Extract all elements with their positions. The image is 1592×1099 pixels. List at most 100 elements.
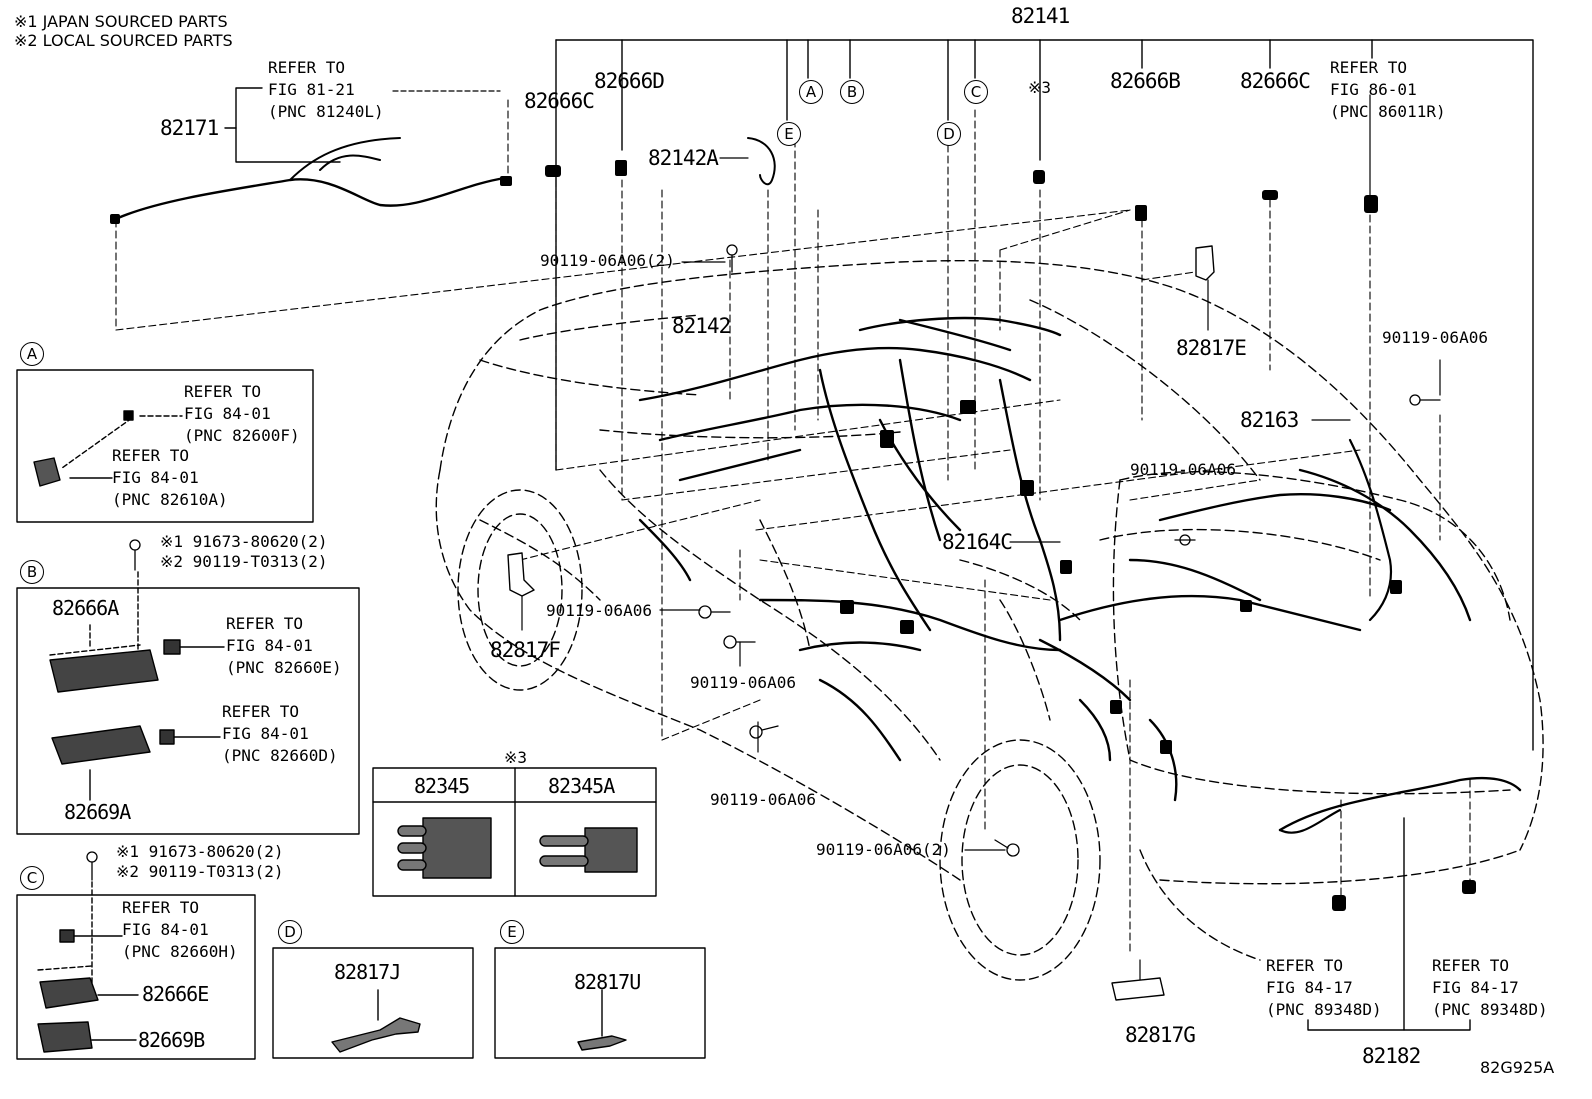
- inset-B-ref1-line2: FIG 84-01: [226, 636, 313, 655]
- ref-top-right-line1: REFER TO: [1330, 58, 1408, 77]
- ref-bottom1-line3: (PNC 89348D): [1266, 1000, 1382, 1019]
- ref-bottom2-line3: (PNC 89348D): [1432, 1000, 1548, 1019]
- part-82817E-label: 82817E: [1176, 336, 1247, 360]
- inset-A-letter: A: [20, 342, 44, 366]
- ref-top-left-line3: (PNC 81240L): [268, 102, 384, 121]
- part-82817F-label: 82817F: [490, 638, 561, 662]
- inset-box-A: [16, 369, 314, 523]
- inset-C-ref1-line2: FIG 84-01: [122, 920, 209, 939]
- fuse-table-82345A: 82345A: [548, 774, 615, 798]
- bolt-label-1: 90119-06A06(2): [540, 251, 675, 270]
- bolt-label-6: 90119-06A06: [710, 790, 816, 809]
- part-82817G-label: 82817G: [1125, 1023, 1196, 1047]
- inset-E-letter: E: [500, 920, 524, 944]
- inset-D-part-82817J: 82817J: [334, 960, 401, 984]
- ref-bottom2-line2: FIG 84-17: [1432, 978, 1519, 997]
- inset-B-ref2-line2: FIG 84-01: [222, 724, 309, 743]
- inset-B-screw2: ※2 90119-T0313(2): [160, 552, 328, 571]
- callout-B: B: [840, 80, 864, 104]
- fuse-82345-graphic: [422, 817, 492, 879]
- part-82666C-left-label: 82666C: [524, 89, 595, 113]
- ref-top-left-line1: REFER TO: [268, 58, 346, 77]
- bolt-label-3: 90119-06A06: [1130, 460, 1236, 479]
- part-82141-label: 82141: [1011, 4, 1070, 28]
- bolt-label-7: 90119-06A06(2): [816, 840, 951, 859]
- bolt-icons: [86, 244, 1441, 881]
- inset-box-D: [272, 947, 474, 1059]
- inset-E-part-82817U: 82817U: [574, 970, 641, 994]
- inset-A-ref2-line1: REFER TO: [112, 446, 190, 465]
- ref-top-right-line2: FIG 86-01: [1330, 80, 1417, 99]
- inset-C-screw2: ※2 90119-T0313(2): [116, 862, 284, 881]
- bracket-82171: [235, 87, 263, 129]
- inset-box-B: [16, 587, 360, 835]
- inset-A-ref2-line3: (PNC 82610A): [112, 490, 228, 509]
- callout-D: D: [937, 122, 961, 146]
- inset-A-ref1-line3: (PNC 82600F): [184, 426, 300, 445]
- inset-B-screw1: ※1 91673-80620(2): [160, 532, 328, 551]
- note3-top-label: ※3: [1028, 78, 1052, 97]
- inset-A-ref2-line2: FIG 84-01: [112, 468, 199, 487]
- inset-A-ref1-line1: REFER TO: [184, 382, 262, 401]
- inset-B-ref1-line1: REFER TO: [226, 614, 304, 633]
- part-82817F-shape: [507, 552, 535, 597]
- part-82666C-right-label: 82666C: [1240, 69, 1311, 93]
- wheel-front: [457, 489, 583, 691]
- inset-C-part-82669B: 82669B: [138, 1028, 205, 1052]
- inset-box-E: [494, 947, 706, 1059]
- bracket-82141: [555, 39, 1534, 751]
- wheel-rear: [939, 739, 1101, 981]
- note-local-sourced: ※2 LOCAL SOURCED PARTS: [14, 31, 233, 50]
- inset-B-part-82669A: 82669A: [64, 800, 131, 824]
- bolt-label-5: 90119-06A06: [690, 673, 796, 692]
- bolt-label-2: 90119-06A06: [1382, 328, 1488, 347]
- ref-bottom2-line1: REFER TO: [1432, 956, 1510, 975]
- inset-B-ref1-line3: (PNC 82660E): [226, 658, 342, 677]
- ref-bottom1-line2: FIG 84-17: [1266, 978, 1353, 997]
- connectors: [110, 160, 1476, 911]
- part-82163-label: 82163: [1240, 408, 1299, 432]
- harness-82182: [1278, 776, 1522, 832]
- inset-B-ref2-line3: (PNC 82660D): [222, 746, 338, 765]
- inset-B-ref2-line1: REFER TO: [222, 702, 300, 721]
- part-82142-label: 82142: [672, 314, 731, 338]
- fuse-82345A-graphic: [584, 827, 638, 873]
- inset-C-screw1: ※1 91673-80620(2): [116, 842, 284, 861]
- harness-82141: [638, 316, 1472, 802]
- part-82164C-label: 82164C: [942, 530, 1013, 554]
- inset-B-letter: B: [20, 560, 44, 584]
- callout-E: E: [777, 122, 801, 146]
- inset-D-letter: D: [278, 920, 302, 944]
- ref-top-right-line3: (PNC 86011R): [1330, 102, 1446, 121]
- harness-82171: [116, 176, 507, 220]
- harness-82163: [1348, 438, 1393, 622]
- harness-82142A: [747, 137, 776, 186]
- ref-top-left-line2: FIG 81-21: [268, 80, 355, 99]
- inset-B-part-82666A: 82666A: [52, 596, 119, 620]
- car-body-outline: [435, 260, 1544, 961]
- inset-C-letter: C: [20, 866, 44, 890]
- inset-C-ref1-line3: (PNC 82660H): [122, 942, 238, 961]
- inset-box-C: [16, 894, 256, 1060]
- part-82171-label: 82171: [160, 116, 219, 140]
- note-japan-sourced: ※1 JAPAN SOURCED PARTS: [14, 12, 228, 31]
- part-82666B-label: 82666B: [1110, 69, 1181, 93]
- bolt-label-4: 90119-06A06: [546, 601, 652, 620]
- bracket-82182: [1307, 1019, 1471, 1031]
- part-82182-label: 82182: [1362, 1044, 1421, 1068]
- part-82666D-label: 82666D: [594, 69, 665, 93]
- callout-C: C: [964, 80, 988, 104]
- inset-C-ref1-line1: REFER TO: [122, 898, 200, 917]
- part-82142A-label: 82142A: [648, 146, 719, 170]
- note3-table-label: ※3: [504, 748, 528, 767]
- ref-bottom1-line1: REFER TO: [1266, 956, 1344, 975]
- diagram-id: 82G925A: [1480, 1058, 1555, 1077]
- inset-C-part-82666E: 82666E: [142, 982, 209, 1006]
- inset-A-ref1-line2: FIG 84-01: [184, 404, 271, 423]
- part-82817G-shape: [1111, 977, 1165, 1001]
- part-82817E-shape: [1195, 245, 1215, 281]
- fuse-table-82345: 82345: [414, 774, 470, 798]
- callout-A: A: [799, 80, 823, 104]
